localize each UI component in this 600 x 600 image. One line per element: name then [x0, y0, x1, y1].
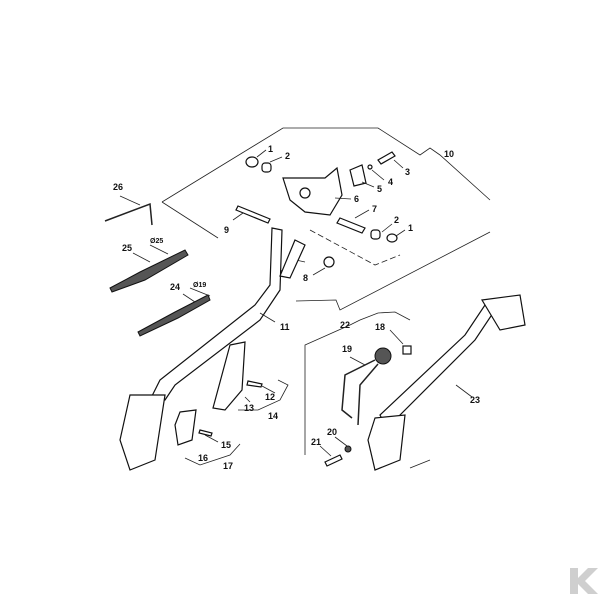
callout-9: 9 [224, 225, 229, 235]
part-rod-26 [104, 202, 153, 226]
dimension-spring-24: Ø19 [193, 282, 206, 289]
part-foot-11 [119, 394, 166, 471]
part-pad-13 [212, 341, 246, 411]
callout-10: 10 [444, 149, 454, 159]
group-bracket-10 [161, 127, 491, 203]
callout-7: 7 [372, 204, 377, 214]
callout-8: 8 [303, 273, 308, 283]
part-spring-24 [137, 294, 211, 337]
callout-5: 5 [377, 184, 382, 194]
callout-3: 3 [405, 167, 410, 177]
callout-26: 26 [113, 182, 123, 192]
group-bracket-10-lower [295, 231, 491, 311]
callout-24: 24 [170, 282, 180, 292]
part-bushing-2 [261, 162, 272, 173]
callout-13: 13 [244, 403, 254, 413]
part-pin-12 [246, 380, 263, 388]
part-nut-8 [323, 256, 335, 268]
part-torsion-spring-19 [374, 347, 392, 365]
part-lever-23 [379, 304, 496, 426]
part-latch-16 [174, 409, 197, 446]
callout-18: 18 [375, 322, 385, 332]
callout-6: 6 [354, 194, 359, 204]
part-bushing-2b [370, 229, 381, 240]
callout-14: 14 [268, 411, 278, 421]
callout-2: 2 [285, 151, 290, 161]
callout-12: 12 [265, 392, 275, 402]
part-lever-11 [149, 227, 283, 401]
callout-19: 19 [342, 344, 352, 354]
part-pin-15 [198, 429, 213, 437]
part-clip-18 [402, 345, 412, 355]
part-bolt-3 [377, 151, 396, 165]
callout-15: 15 [221, 440, 231, 450]
part-clip-5 [349, 164, 367, 187]
callout-16: 16 [198, 453, 208, 463]
callout-1b: 1 [408, 223, 413, 233]
part-bracket-6 [282, 166, 343, 216]
part-washer-1b [386, 233, 398, 243]
callout-20: 20 [327, 427, 337, 437]
brand-logo [570, 568, 598, 594]
part-washer-1 [245, 156, 259, 168]
part-ring-4 [367, 164, 373, 170]
part-pin-7 [336, 217, 366, 234]
callout-11: 11 [280, 322, 290, 332]
callout-17: 17 [223, 461, 233, 471]
callout-1: 1 [268, 144, 273, 154]
part-bolt-9 [235, 205, 271, 224]
callout-22: 22 [340, 320, 350, 330]
callout-2b: 2 [394, 215, 399, 225]
part-washer-20 [344, 445, 352, 453]
callout-21: 21 [311, 437, 321, 447]
part-bolt-21 [324, 454, 343, 467]
callout-4: 4 [388, 177, 393, 187]
part-spring-25 [109, 249, 189, 293]
callout-23: 23 [470, 395, 480, 405]
callout-25: 25 [122, 243, 132, 253]
dimension-spring-25: Ø25 [150, 238, 163, 245]
